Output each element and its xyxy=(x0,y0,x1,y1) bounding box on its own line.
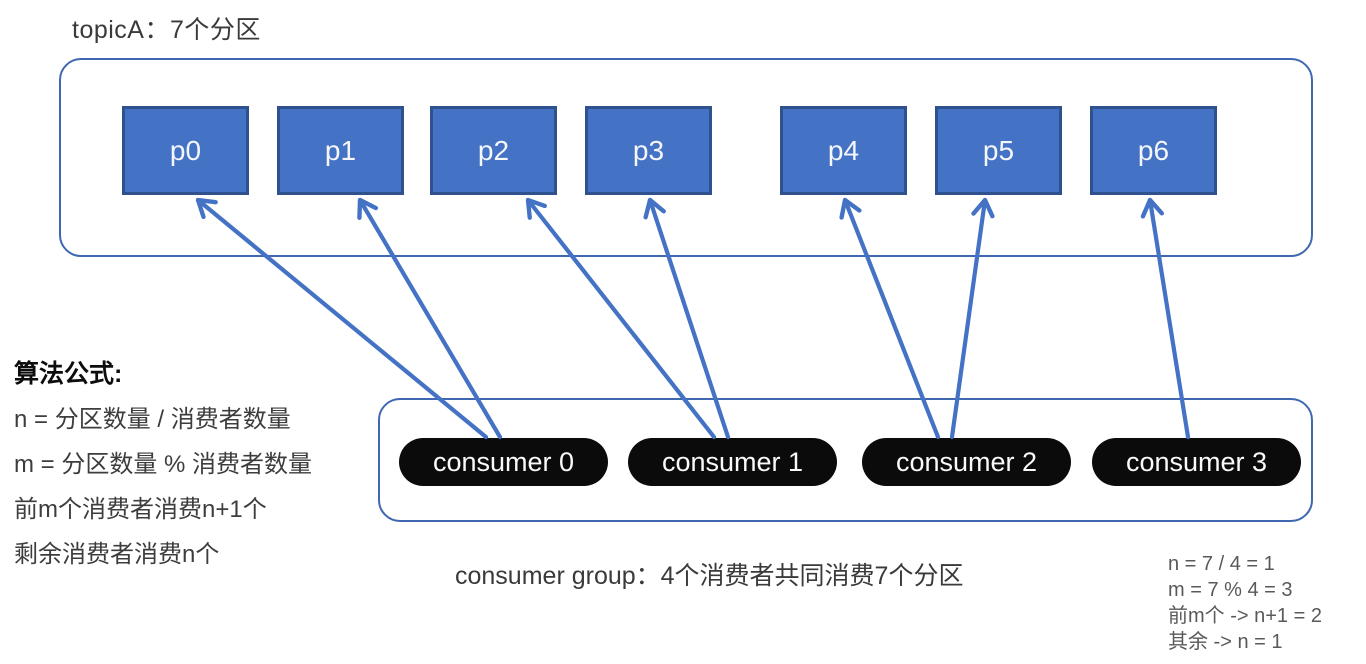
consumer-pill-consumer-1: consumer 1 xyxy=(628,438,837,486)
consumer-group-caption: consumer group：4个消费者共同消费7个分区 xyxy=(455,562,964,590)
partition-box-p3: p3 xyxy=(585,106,712,195)
calc-note-block: n = 7 / 4 = 1 m = 7 % 4 = 3 前m个 -> n+1 =… xyxy=(1168,551,1322,655)
consumer-pill-consumer-3: consumer 3 xyxy=(1092,438,1301,486)
calc-note-line: m = 7 % 4 = 3 xyxy=(1168,579,1293,601)
partition-label: p3 xyxy=(632,134,665,166)
topic-title: topicA：7个分区 xyxy=(72,16,261,44)
consumer-pill-consumer-0: consumer 0 xyxy=(399,438,608,486)
partition-label: p0 xyxy=(169,134,202,166)
partition-box-p2: p2 xyxy=(430,106,557,195)
partition-box-p1: p1 xyxy=(277,106,404,195)
formula-line: 前m个消费者消费n+1个 xyxy=(14,496,267,523)
consumer-pill-consumer-2: consumer 2 xyxy=(862,438,1071,486)
partition-box-p0: p0 xyxy=(122,106,249,195)
calc-note-line: 其余 -> n = 1 xyxy=(1168,631,1283,653)
partition-label: p2 xyxy=(477,134,510,166)
partition-label: p6 xyxy=(1137,134,1170,166)
algorithm-formula-block: 算法公式: n = 分区数量 / 消费者数量 m = 分区数量 % 消费者数量 … xyxy=(14,352,374,577)
partition-label: p1 xyxy=(324,134,357,166)
consumer-label: consumer 0 xyxy=(432,446,575,477)
formula-line: m = 分区数量 % 消费者数量 xyxy=(14,451,313,478)
formula-line: n = 分区数量 / 消费者数量 xyxy=(14,406,291,433)
consumer-label: consumer 2 xyxy=(895,446,1038,477)
partition-box-p4: p4 xyxy=(780,106,907,195)
formula-heading: 算法公式: xyxy=(14,360,123,388)
calc-note-line: 前m个 -> n+1 = 2 xyxy=(1168,605,1322,627)
partition-label: p5 xyxy=(982,134,1015,166)
formula-line: 剩余消费者消费n个 xyxy=(14,541,220,568)
partition-box-p6: p6 xyxy=(1090,106,1217,195)
partition-label: p4 xyxy=(827,134,860,166)
consumer-label: consumer 1 xyxy=(661,446,804,477)
consumer-label: consumer 3 xyxy=(1125,446,1268,477)
partition-box-p5: p5 xyxy=(935,106,1062,195)
calc-note-line: n = 7 / 4 = 1 xyxy=(1168,553,1275,575)
